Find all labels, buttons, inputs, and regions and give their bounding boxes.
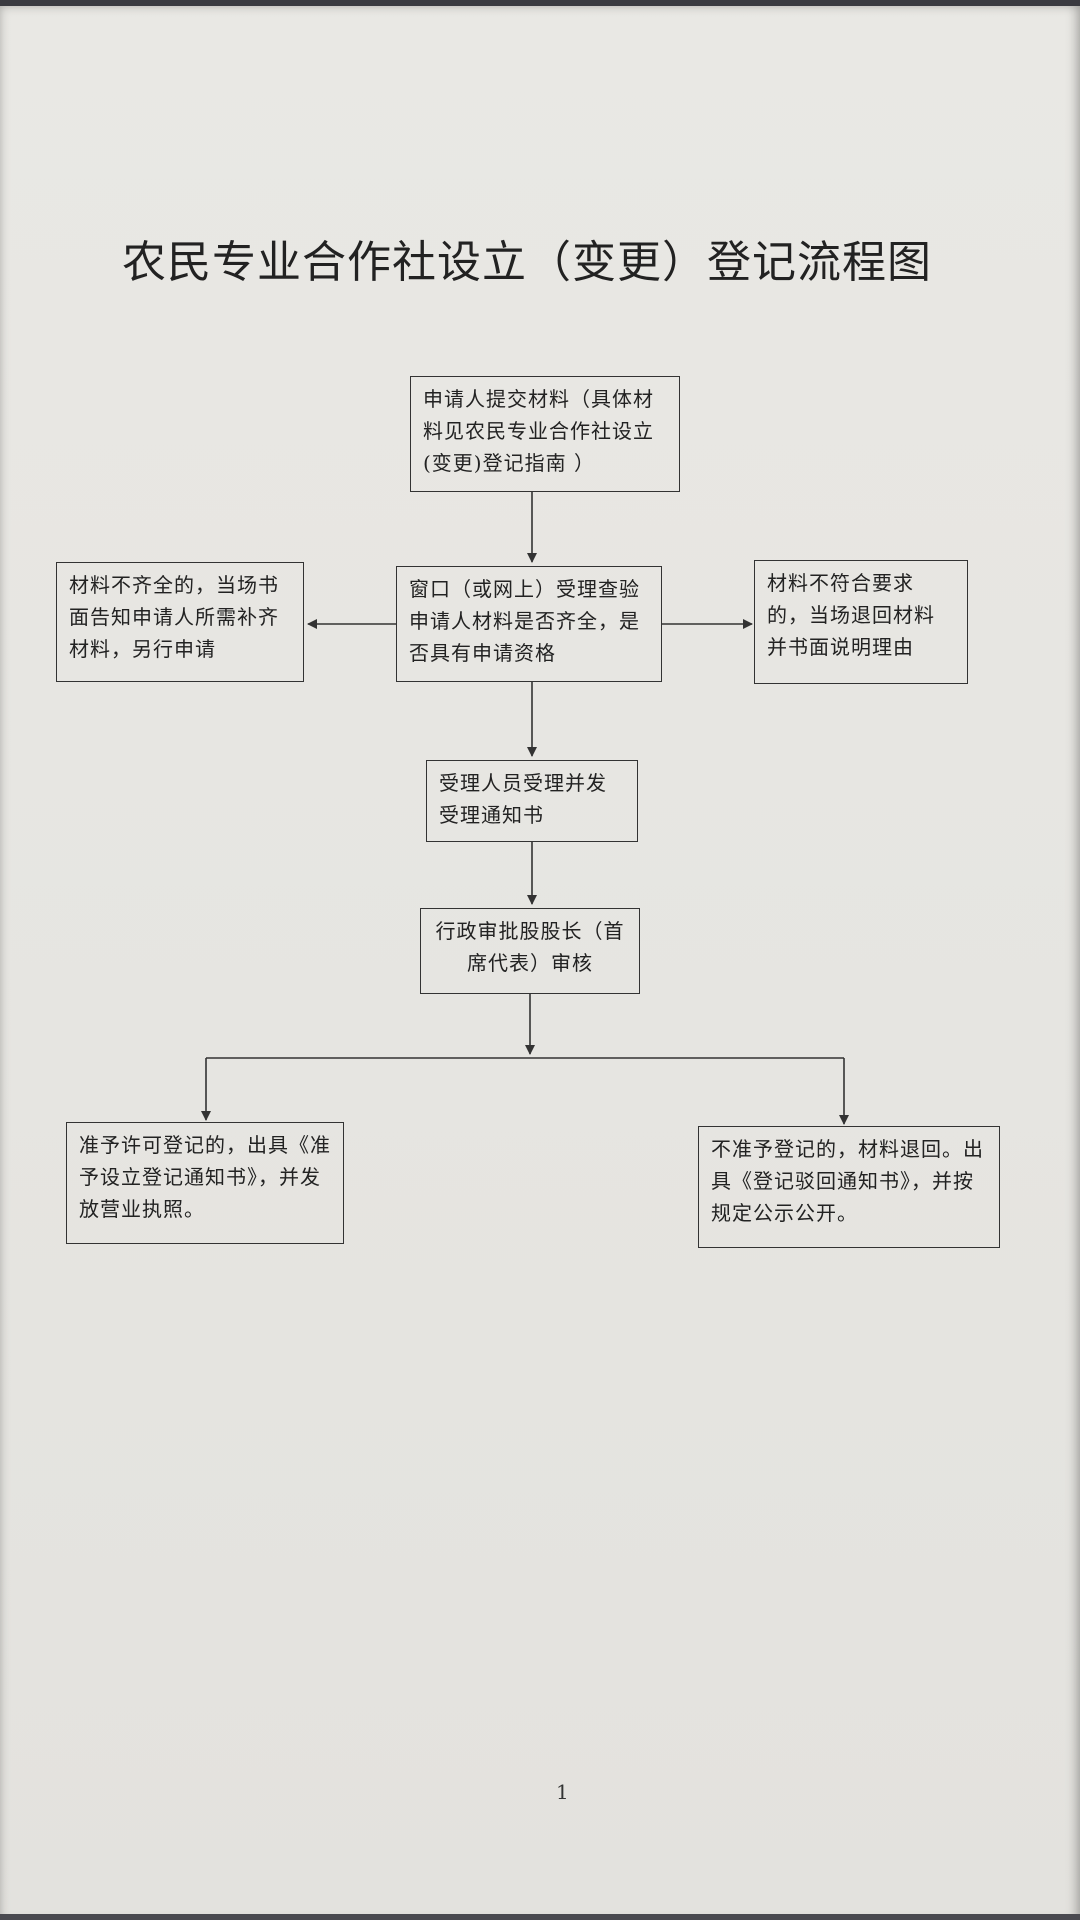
step-accept-notice: 受理人员受理并发受理通知书: [426, 760, 638, 842]
step-incomplete-materials: 材料不齐全的，当场书面告知申请人所需补齐材料，另行申请: [56, 562, 304, 682]
step-approval-review: 行政审批股股长（首席代表）审核: [420, 908, 640, 994]
page-number: 1: [556, 1780, 569, 1804]
step-noncompliant-materials: 材料不符合要求的，当场退回材料并书面说明理由: [754, 560, 968, 684]
photo-edge-top: [0, 0, 1080, 6]
result-approved: 准予许可登记的，出具《准予设立登记通知书》，并发放营业执照。: [66, 1122, 344, 1244]
step-submit-materials: 申请人提交材料（具体材料见农民专业合作社设立(变更)登记指南 ）: [410, 376, 680, 492]
page-title: 农民专业合作社设立（变更）登记流程图: [122, 237, 932, 288]
photo-edge-bottom: [0, 1914, 1080, 1920]
result-rejected: 不准予登记的，材料退回。出具《登记驳回通知书》，并按规定公示公开。: [698, 1126, 1000, 1248]
step-window-review: 窗口（或网上）受理查验申请人材料是否齐全，是否具有申请资格: [396, 566, 662, 682]
